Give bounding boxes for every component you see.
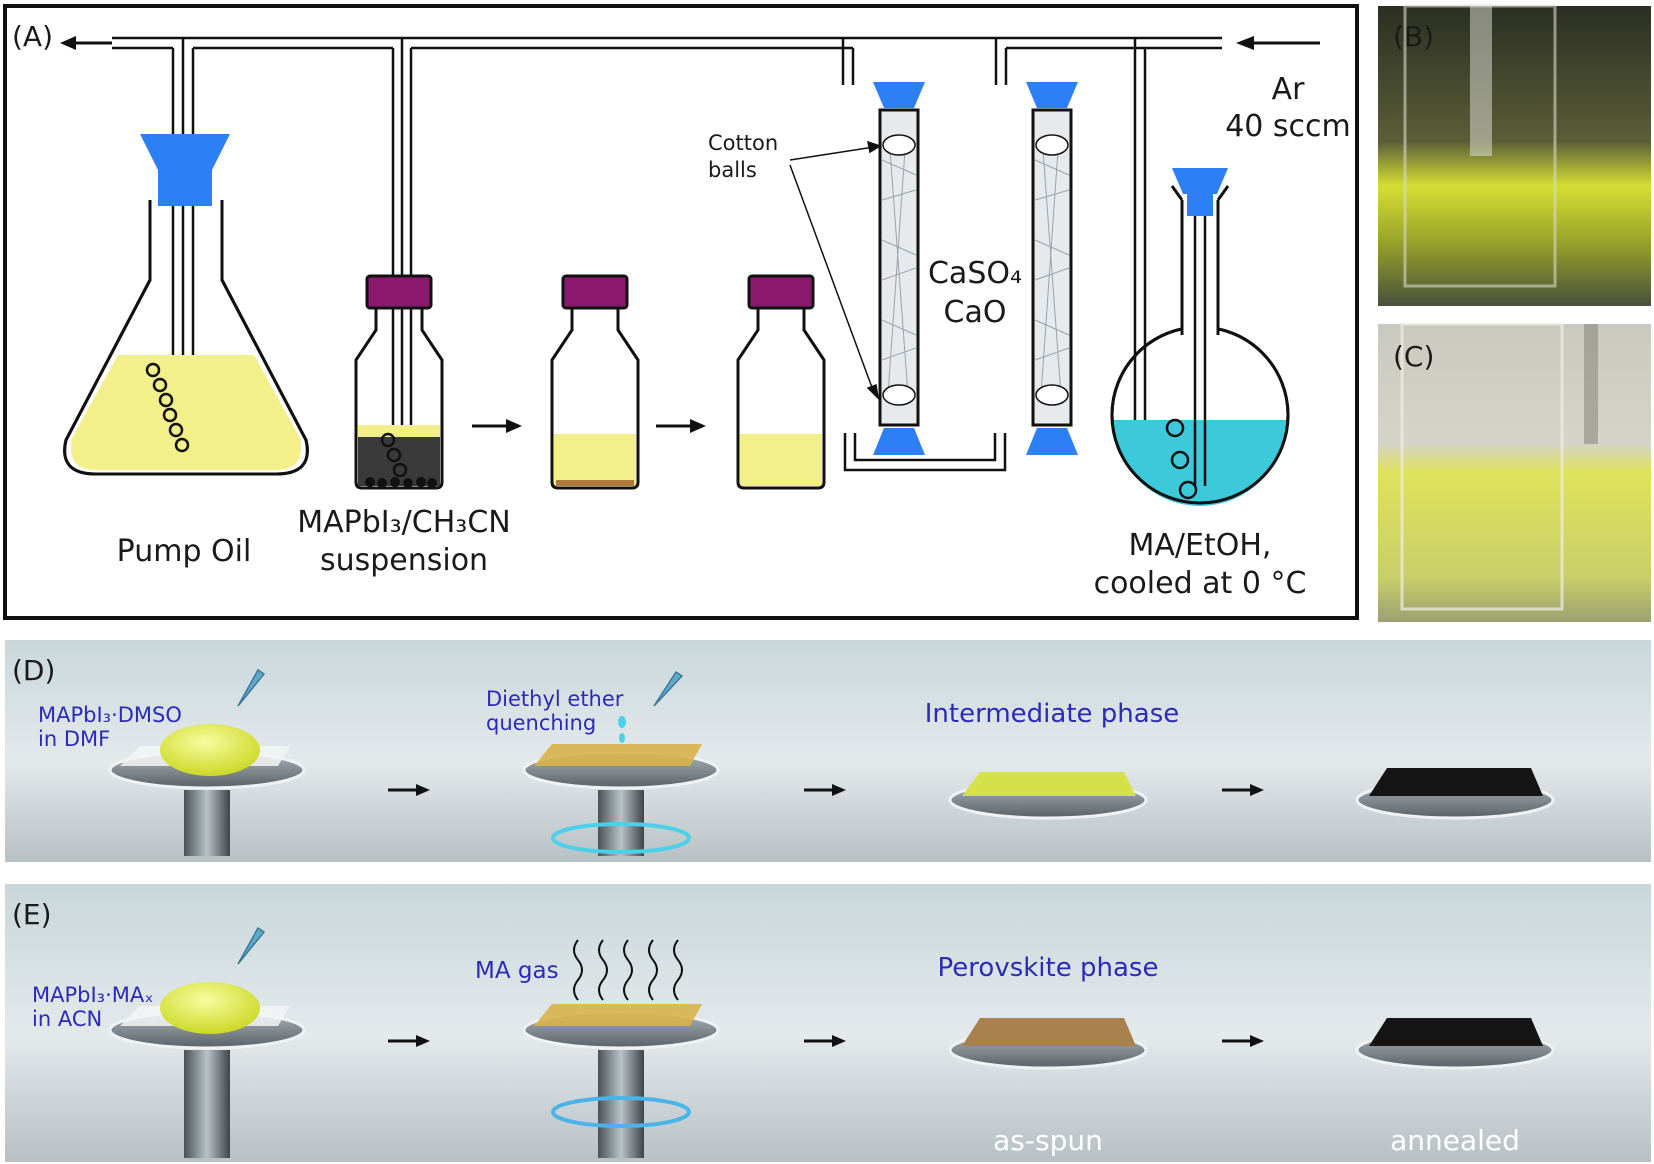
suspension-label-line1: MAPbI₃/CH₃CN: [297, 505, 510, 540]
cotton-label-line1: Cotton: [708, 131, 778, 155]
e-substrate-annealed: [1355, 1018, 1555, 1070]
d-solution-line1: MAPbI₃·DMSO: [38, 703, 182, 727]
round-bottom-flask: [1110, 168, 1290, 506]
cap-3: [747, 274, 815, 310]
argon-inlet-arrow: [1236, 36, 1320, 50]
stopper-1: [140, 134, 230, 206]
desiccant-label-line1: CaSO₄: [928, 256, 1022, 291]
pipette-tip-1: [237, 668, 266, 707]
filtrate-bottle-sediment: [550, 274, 640, 490]
cotton-label-line2: balls: [708, 158, 757, 182]
d-arrow-3: [1222, 784, 1264, 796]
d-substrate-annealed: [1355, 768, 1555, 820]
panel-e-label: (E): [12, 898, 52, 931]
cap-2: [561, 274, 629, 310]
drying-column-2: [1026, 82, 1078, 455]
ether-drop-1: [618, 716, 626, 728]
d-phase-label: Intermediate phase: [925, 699, 1179, 729]
drying-column-1: [873, 82, 925, 455]
d-solution-line2: in DMF: [38, 727, 110, 751]
ma-gas-wavy-arrows: [573, 939, 683, 1001]
d-quench-line2: quenching: [486, 711, 596, 735]
ether-drop-2: [619, 733, 625, 743]
d-spin-coater-1: [108, 668, 306, 856]
e-spin-coater-2: [522, 939, 720, 1158]
precursor-droplet-acn: [160, 982, 260, 1034]
cotton-ball-top-1: [882, 134, 916, 156]
pump-oil-label: Pump Oil: [117, 534, 252, 569]
panel-c-label: (C): [1393, 340, 1434, 373]
panel-a-label: (A): [12, 20, 53, 53]
cotton-ball-bottom-1: [882, 384, 916, 406]
desiccant-label-line2: CaO: [944, 295, 1007, 330]
bubbles: [145, 362, 190, 453]
spin-rotation-arrow-e: [551, 1096, 691, 1128]
process-arrow-2: [656, 419, 706, 433]
e-annealed-label: annealed: [1390, 1124, 1520, 1157]
d-arrow-1: [388, 784, 430, 796]
e-solution-line2: in ACN: [32, 1007, 102, 1031]
flow-rate-label: 40 sccm: [1225, 109, 1351, 144]
cap-1: [365, 274, 433, 310]
panel-b-label: (B): [1393, 20, 1434, 53]
cotton-ball-top-2: [1035, 134, 1069, 156]
panel-d-label: (D): [12, 654, 55, 687]
e-as-spun-label: as-spun: [993, 1124, 1103, 1157]
spin-rotation-arrow-d: [551, 822, 691, 854]
cotton-ball-bottom-2: [1035, 384, 1069, 406]
e-spin-coater-1: [108, 926, 306, 1158]
d-spin-coater-2: [522, 670, 720, 856]
ma-source-label-line1: MA/EtOH,: [1129, 528, 1272, 563]
precursor-droplet-dmf: [160, 724, 260, 776]
cotton-callout-arrows: [789, 140, 882, 401]
e-solution-line1: MAPbI₃·MAₓ: [32, 983, 154, 1007]
panel-a-frame: [3, 4, 1359, 620]
photo-c: (C): [1378, 322, 1651, 622]
pipette-tip-3: [237, 926, 266, 965]
suspension-label-line2: suspension: [320, 543, 488, 578]
e-gas-label: MA gas: [475, 958, 559, 984]
exhaust-arrow: [60, 36, 112, 50]
gas-label: Ar: [1272, 72, 1306, 107]
d-quench-line1: Diethyl ether: [486, 687, 624, 711]
e-phase-label: Perovskite phase: [938, 953, 1159, 983]
suspension-bottle: [354, 274, 444, 490]
gas-tubing: [112, 36, 1222, 472]
erlenmeyer-flask: [63, 134, 309, 476]
e-arrow-2: [804, 1035, 846, 1047]
d-substrate-as-spun: [948, 772, 1148, 820]
pipette-tip-2: [653, 670, 684, 707]
e-arrow-3: [1222, 1035, 1264, 1047]
process-arrow-1: [472, 419, 522, 433]
e-arrow-1: [388, 1035, 430, 1047]
d-arrow-2: [804, 784, 846, 796]
ma-source-label-line2: cooled at 0 °C: [1094, 566, 1307, 601]
clear-solution-bottle: [736, 274, 826, 490]
photo-b: (B): [1378, 4, 1651, 306]
e-substrate-as-spun: [948, 1018, 1148, 1070]
